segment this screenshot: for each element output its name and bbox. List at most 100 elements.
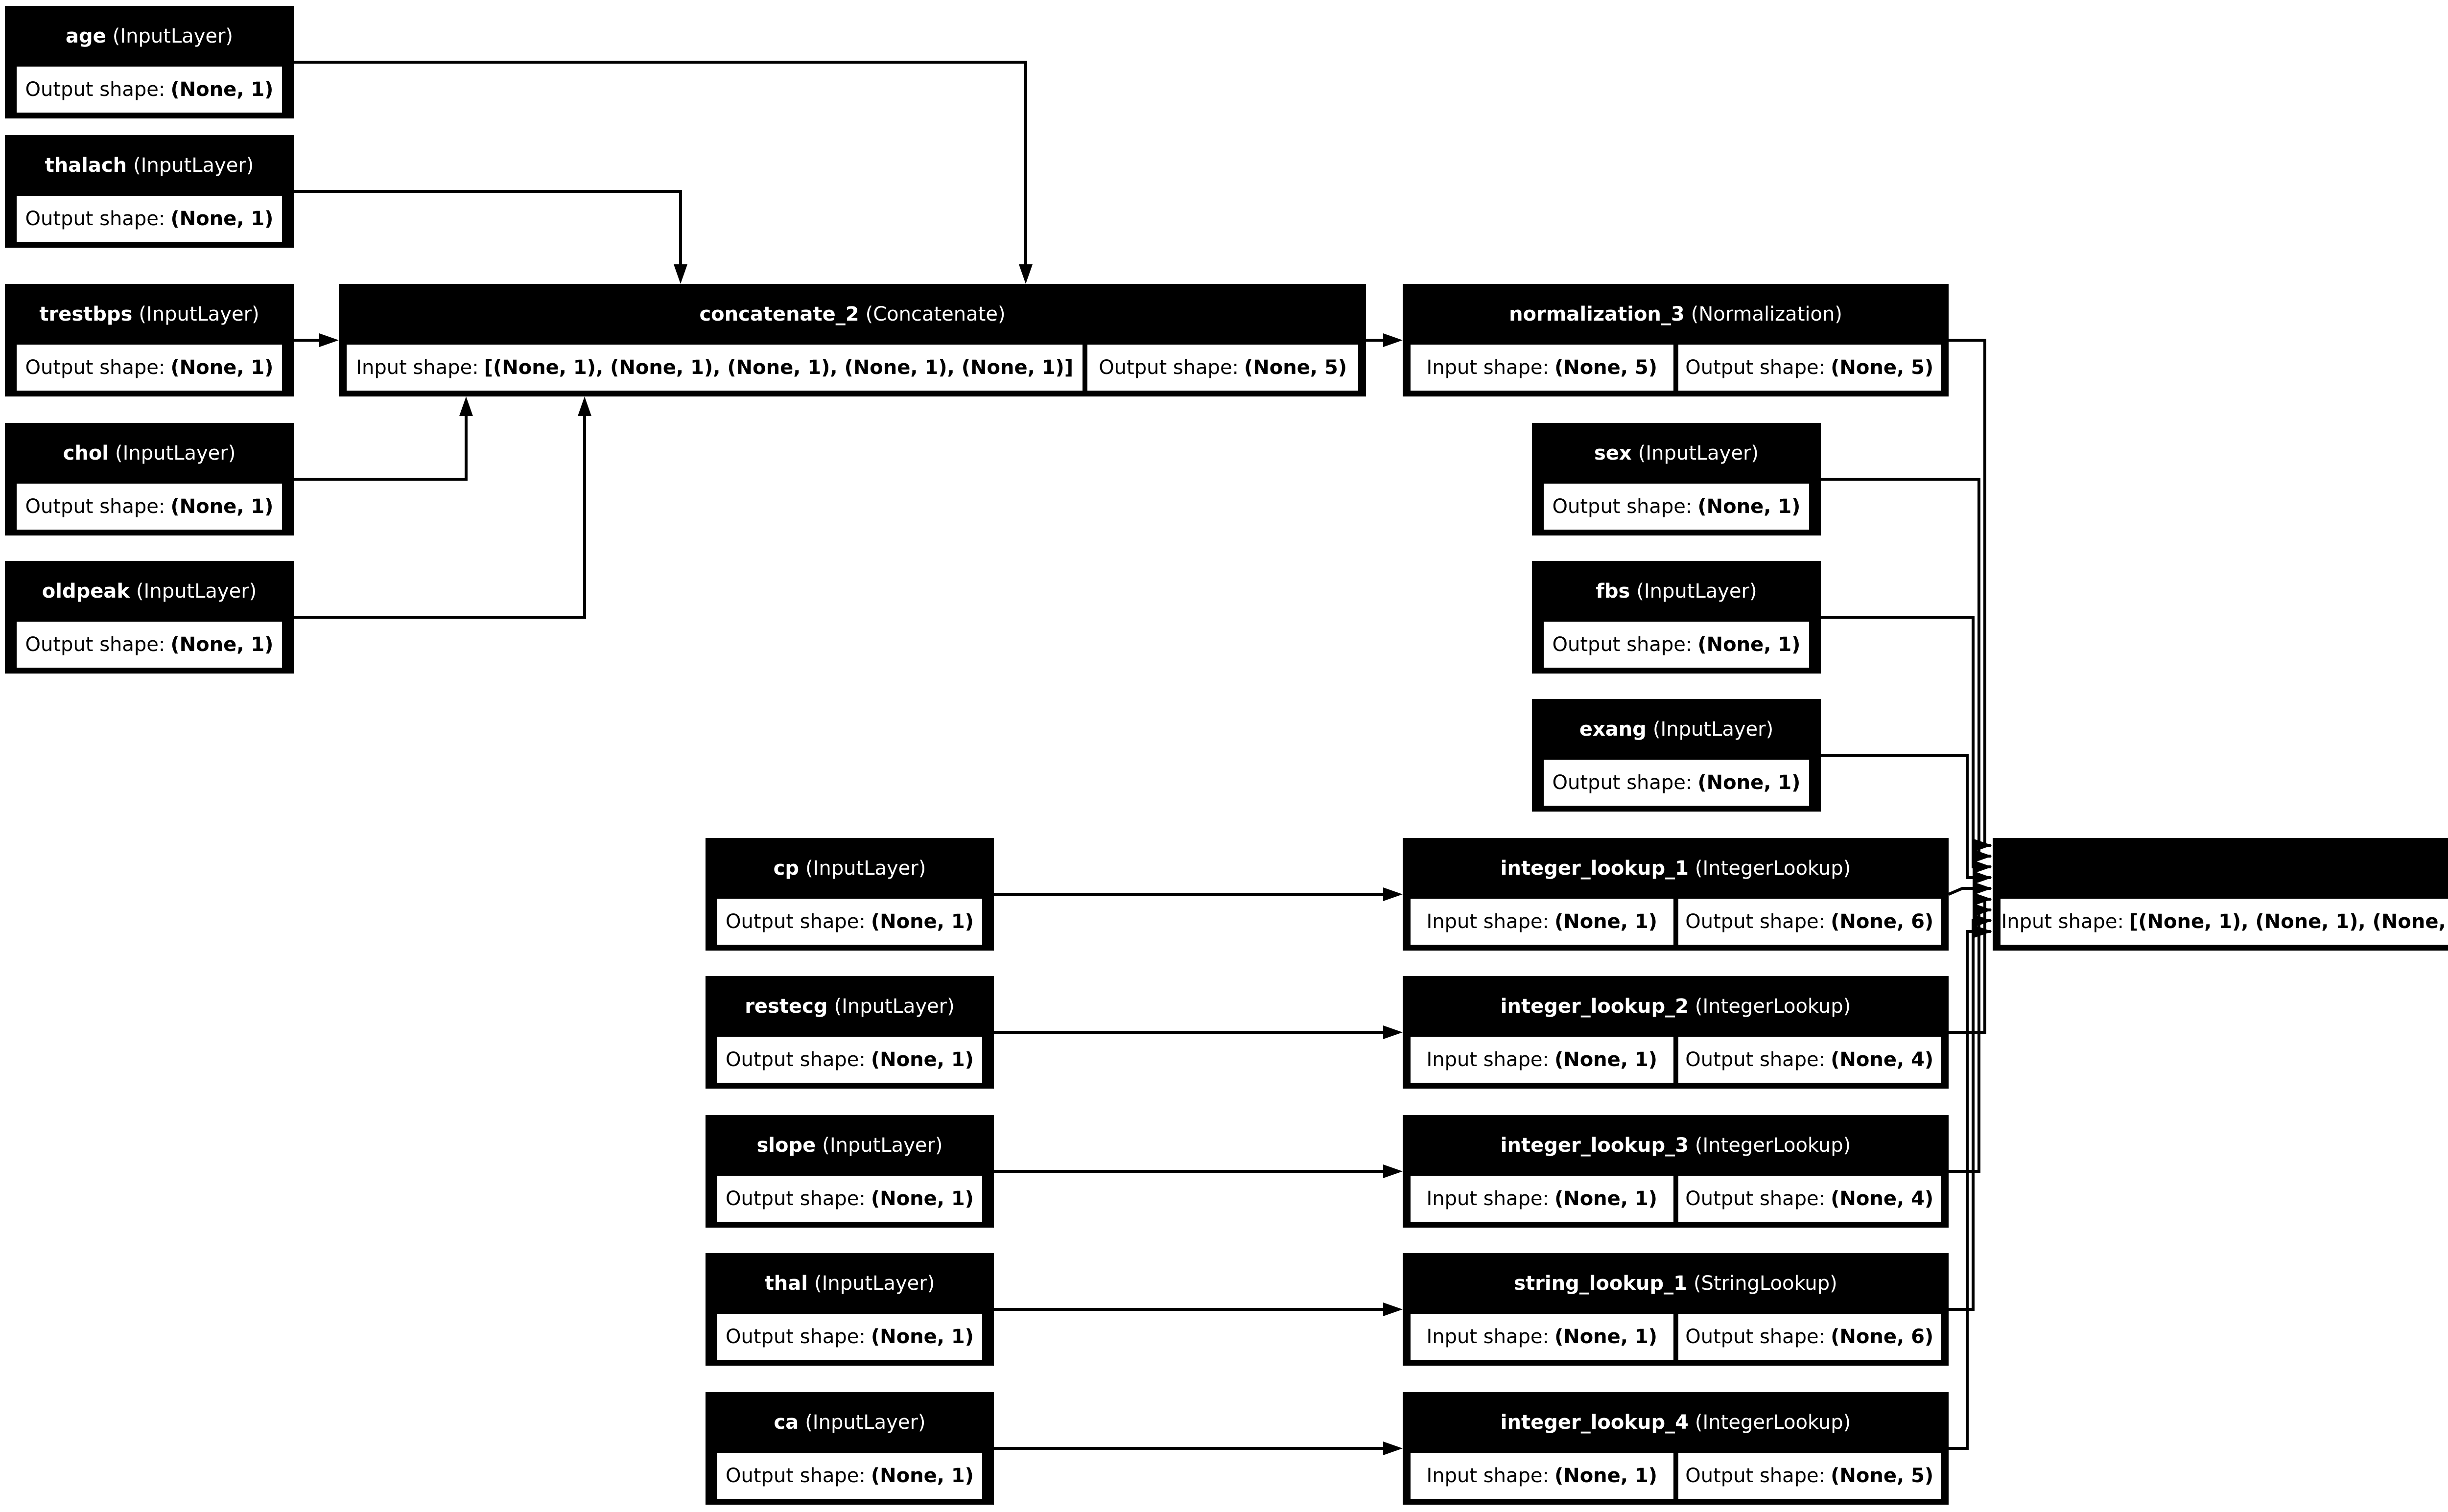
layer-name: sex [1594,442,1632,465]
output-shape-cell: Output shape:(None, 1) [1544,484,1809,530]
layer-name: slope [756,1134,816,1157]
output-shape-cell: Output shape:(None, 1) [17,622,282,668]
cell-value: (None, 1) [871,1048,974,1071]
output-shape-cell: Output shape:(None, 1) [717,1453,982,1499]
node-integer_lookup_4: integer_lookup_4 (IntegerLookup) Input sh… [1403,1392,1949,1505]
node-title: trestbps(InputLayer) [5,284,294,345]
node-title: ca(InputLayer) [706,1392,994,1453]
cell-label: Input shape: [1426,910,1549,933]
cell-value: (None, 1) [871,1187,974,1210]
layer-type: (InputLayer) [112,25,234,47]
node-oldpeak: oldpeak(InputLayer) Output shape:(None, … [5,561,294,674]
output-shape-cell: Output shape:(None, 1) [717,1176,982,1222]
cell-label: Output shape: [25,208,165,230]
node-integer_lookup_3: integer_lookup_3(IntegerLookup) Input sh… [1403,1115,1949,1228]
layer-name: thal [764,1272,808,1295]
node-sex: sex(InputLayer) Output shape:(None, 1) [1532,423,1821,535]
layer-name: integer_lookup_3 [1500,1134,1689,1157]
layer-type: (IntegerLookup) [1695,1411,1851,1434]
node-title: integer_lookup_4 (IntegerLookup) [1403,1392,1949,1453]
cell-value: (None, 5) [1244,356,1347,379]
edge-thalach-to-concatenate_2 [294,190,687,284]
node-title: integer_lookup_3(IntegerLookup) [1403,1115,1949,1176]
node-title: fbs(InputLayer) [1532,561,1821,622]
node-exang: exang(InputLayer) Output shape:(None, 1) [1532,699,1821,812]
cell-label: Input shape: [1426,1048,1549,1071]
node-thalach: thalach(InputLayer) Output shape:(None, … [5,135,294,248]
edge-oldpeak-to-concatenate_2 [294,396,591,619]
layer-name: cp [773,857,800,880]
node-integer_lookup_1: integer_lookup_1 (IntegerLookup) Input sh… [1403,838,1949,951]
layer-type: (InputLayer) [1652,718,1774,741]
layer-type: (IntegerLookup) [1695,995,1851,1018]
cell-value: (None, 6) [1831,1326,1934,1348]
node-title: concatenate_2(Concatenate) [339,284,1366,345]
cell-label: Output shape: [726,1048,866,1071]
node-cp: cp(InputLayer) Output shape:(None, 1) [706,838,994,951]
input-shape-cell: Input shape:[(None, 1), (None, 1), (None… [2001,899,2448,945]
input-shape-cell: Input shape:(None, 1) [1411,1314,1673,1360]
edge-integer_lookup_4-to-concatenate_3 [1949,925,1992,1450]
edge-trestbps-to-concatenate_2 [294,333,339,347]
edge-integer_lookup_2-to-concatenate_3 [1949,892,1992,1034]
node-normalization_3: normalization_3(Normalization) Input sha… [1403,284,1949,396]
layer-type: (Normalization) [1691,303,1842,326]
cell-label: Output shape: [1685,1187,1826,1210]
layer-name: thalach [45,154,127,177]
layer-type: (IntegerLookup) [1695,857,1851,880]
output-shape-cell: Output shape:(None, 6) [1678,899,1941,945]
layer-type: (InputLayer) [805,1411,926,1434]
layer-name: oldpeak [42,580,130,603]
cell-value: (None, 1) [1554,1465,1658,1487]
layer-name: integer_lookup_2 [1500,995,1689,1018]
layer-type: (InputLayer) [814,1272,935,1295]
node-age: age(InputLayer) Output shape:(None, 1) [5,6,294,118]
cell-value: (None, 1) [1697,495,1801,518]
node-title: integer_lookup_1 (IntegerLookup) [1403,838,1949,899]
output-shape-cell: Output shape:(None, 5) [1678,1453,1941,1499]
edge-integer_lookup_1-to-concatenate_3 [1948,882,1992,896]
cell-label: Output shape: [726,1465,866,1487]
node-restecg: restecg(InputLayer) Output shape:(None, … [706,976,994,1089]
layer-type: (InputLayer) [115,442,236,465]
node-title: concatenate_3(Concatenate) [1993,838,2448,899]
node-title: cp(InputLayer) [706,838,994,899]
cell-label: Input shape: [2001,910,2124,933]
output-shape-cell: Output shape:(None, 4) [1678,1037,1941,1083]
cell-value: (None, 4) [1831,1048,1934,1071]
node-title: thalach(InputLayer) [5,135,294,196]
layer-name: integer_lookup_4 [1500,1411,1689,1434]
input-shape-cell: Input shape:(None, 1) [1411,1453,1673,1499]
layer-type: (InputLayer) [822,1134,943,1157]
cell-label: Output shape: [25,495,165,518]
output-shape-cell: Output shape:(None, 1) [17,345,282,391]
layer-type: (InputLayer) [805,857,926,880]
cell-value: [(None, 1), (None, 1), (None, 1), (None,… [2129,910,2448,933]
layer-name: restecg [745,995,828,1018]
output-shape-cell: Output shape:(None, 1) [17,196,282,242]
output-shape-cell: Output shape:(None, 1) [17,67,282,113]
node-title: sex(InputLayer) [1532,423,1821,484]
node-trestbps: trestbps(InputLayer) Output shape:(None,… [5,284,294,396]
node-title: normalization_3(Normalization) [1403,284,1949,345]
layer-name: chol [63,442,109,465]
cell-label: Input shape: [1426,356,1549,379]
input-shape-cell: Input shape:(None, 1) [1411,1176,1673,1222]
node-concatenate_2: concatenate_2(Concatenate) Input shape:[… [339,284,1366,396]
cell-value: (None, 1) [871,1465,974,1487]
node-fbs: fbs(InputLayer) Output shape:(None, 1) [1532,561,1821,674]
layer-name: integer_lookup_1 [1500,857,1689,880]
edge-string_lookup_1-to-concatenate_3 [1949,914,1992,1311]
cell-label: Output shape: [1685,1048,1826,1071]
edge-sex-to-concatenate_3 [1821,478,1992,863]
layer-type: (InputLayer) [139,303,259,326]
node-title: exang(InputLayer) [1532,699,1821,760]
cell-value: (None, 5) [1831,1465,1934,1487]
cell-value: [(None, 1), (None, 1), (None, 1), (None,… [484,356,1074,379]
cell-value: (None, 1) [1697,633,1801,656]
edge-thal-to-string_lookup_1 [994,1303,1403,1316]
layer-name: fbs [1596,580,1630,603]
node-title: slope (InputLayer) [706,1115,994,1176]
node-integer_lookup_2: integer_lookup_2 (IntegerLookup) Input sh… [1403,976,1949,1089]
